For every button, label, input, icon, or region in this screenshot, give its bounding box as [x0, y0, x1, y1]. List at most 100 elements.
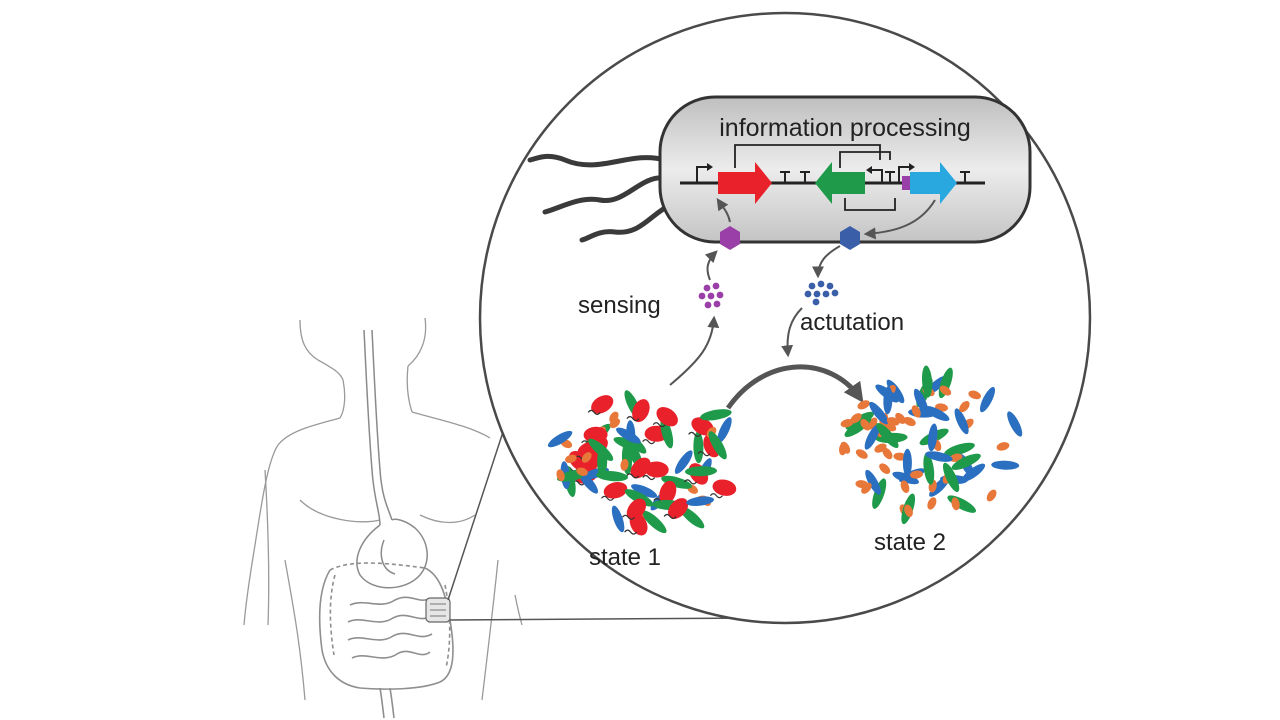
- bacterium: [626, 498, 647, 521]
- capsule-device: [425, 597, 451, 623]
- flagellum-squiggle: [684, 479, 697, 485]
- bacterium: [875, 384, 899, 403]
- bacterium: [986, 489, 997, 502]
- gene-cyan-arrow: [910, 162, 957, 204]
- bacterium: [556, 469, 565, 482]
- bacterium: [603, 482, 628, 499]
- bacterium: [708, 431, 727, 460]
- bacterium: [668, 498, 689, 519]
- bacterium: [911, 405, 921, 418]
- bacterium: [656, 407, 678, 427]
- bacterium: [565, 454, 577, 463]
- bacterium: [959, 401, 970, 413]
- bacterium: [942, 462, 960, 493]
- bacterium: [951, 453, 981, 470]
- bacterium: [850, 413, 862, 424]
- bacterium: [921, 365, 933, 398]
- intestines: [318, 562, 454, 719]
- bacterium: [717, 417, 732, 443]
- bacterium: [588, 438, 614, 461]
- bacterium: [581, 452, 592, 463]
- bacterium: [910, 470, 923, 479]
- bacterium: [547, 430, 573, 448]
- bacterium: [620, 458, 629, 471]
- bacterium: [991, 460, 1020, 470]
- bacterium: [700, 409, 732, 421]
- flagellum-squiggle: [626, 473, 640, 479]
- bacterium: [624, 489, 654, 507]
- actuation-arrow-down: [812, 245, 841, 279]
- esophagus-stomach: [356, 329, 428, 589]
- information-processing-label: information processing: [719, 114, 971, 142]
- bacterium: [892, 471, 920, 485]
- bacterium: [855, 449, 868, 459]
- bacterium: [864, 424, 880, 450]
- bacterium: [660, 417, 674, 449]
- flagellum-squiggle: [587, 409, 601, 415]
- bacterium: [609, 418, 621, 429]
- flagellum-squiggle: [642, 474, 656, 481]
- bacterium: [674, 450, 693, 474]
- actuation-arrow-to-state: [781, 307, 803, 358]
- human-torso-outline: [243, 317, 523, 701]
- bacterium: [879, 463, 891, 475]
- flagellum-squiggle: [642, 439, 656, 445]
- bacterium: [939, 385, 952, 396]
- flagellum-squiggle: [624, 529, 638, 535]
- bacterium: [659, 480, 677, 505]
- output-molecule: [840, 199, 936, 250]
- bacterium: [951, 497, 960, 511]
- bacterium: [925, 451, 953, 462]
- actuation-molecules: [804, 280, 839, 306]
- bacterium: [632, 399, 650, 423]
- state1-label: state 1: [589, 544, 661, 571]
- bacterium: [927, 423, 938, 452]
- flagella: [527, 153, 673, 243]
- bacterium: [949, 453, 963, 462]
- bacterium: [611, 505, 625, 533]
- bacterium: [591, 395, 614, 414]
- bacterium: [840, 419, 854, 428]
- bacterium: [641, 510, 667, 534]
- inducer-molecule: [716, 198, 740, 250]
- bacterium: [686, 496, 715, 506]
- bacterium: [631, 484, 658, 498]
- bacterium: [996, 442, 1010, 451]
- flagellum-squiggle: [688, 431, 702, 437]
- bacterium: [630, 457, 651, 479]
- bacterium: [900, 480, 910, 493]
- bacterium: [613, 436, 645, 452]
- bacterium: [876, 422, 899, 449]
- flagellum-squiggle: [709, 493, 723, 499]
- bacterium: [944, 442, 975, 457]
- bacterium: [596, 470, 629, 482]
- gene-green-arrow: [815, 162, 865, 204]
- bacterium: [845, 411, 875, 430]
- flagellum-squiggle: [652, 422, 666, 428]
- bacterium: [693, 431, 704, 464]
- zoom-connector-lower: [449, 617, 761, 621]
- flagellum-squiggle: [663, 513, 677, 520]
- bacterium: [923, 453, 935, 485]
- bacterium: [857, 400, 870, 410]
- bacterium: [903, 416, 916, 427]
- bacterium: [616, 427, 641, 444]
- bacterium: [924, 405, 950, 422]
- bacterium: [576, 467, 588, 476]
- flagellum-squiggle: [621, 514, 635, 520]
- flagellum-squiggle: [626, 416, 640, 422]
- bacterium: [886, 417, 900, 426]
- bacterium: [882, 447, 893, 460]
- sensing-arrow-up: [704, 250, 718, 281]
- bacterium: [661, 475, 693, 489]
- bacterium: [904, 504, 913, 518]
- bacterium: [712, 479, 737, 496]
- state-transition-arrow: [725, 364, 864, 410]
- state1-community: [547, 390, 737, 536]
- genetic-circuit: [680, 144, 985, 211]
- state2-community: [839, 365, 1023, 525]
- bacterium: [685, 466, 717, 477]
- state2-label: state 2: [874, 529, 946, 556]
- bacterium: [861, 482, 872, 494]
